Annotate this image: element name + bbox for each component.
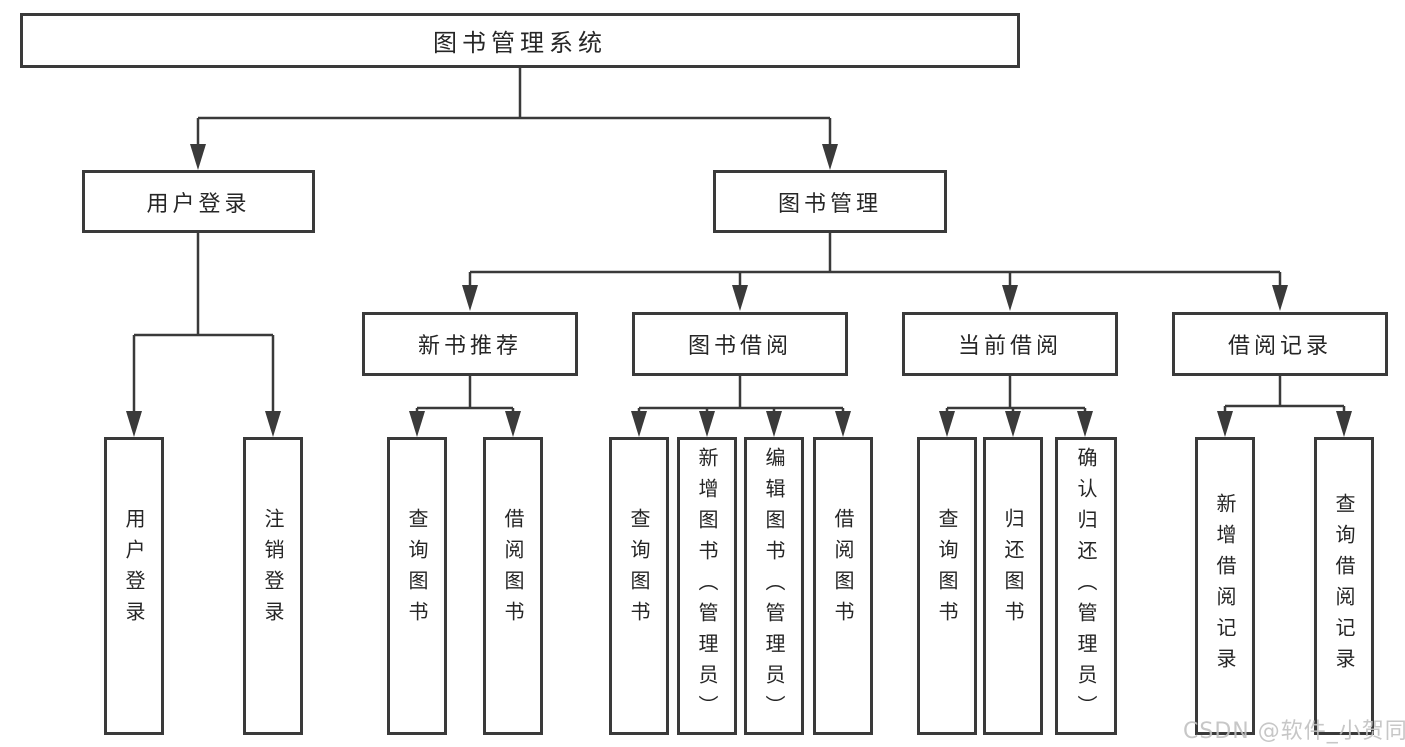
csdn-watermark: CSDN @软件_小贺同学 xyxy=(1183,719,1405,744)
node-book-management: 图书管理 xyxy=(713,170,947,233)
node-leaf-user-login: 用户登录 xyxy=(104,437,164,735)
node-leaf-add-book-admin: 新增图书（管理员） xyxy=(677,437,737,735)
node-leaf-borrow-books-a: 借阅图书 xyxy=(483,437,543,735)
node-leaf-query-books-c: 查询图书 xyxy=(917,437,977,735)
node-leaf-borrow-books-b: 借阅图书 xyxy=(813,437,873,735)
node-leaf-add-borrow-record: 新增借阅记录 xyxy=(1195,437,1255,735)
node-borrow-records: 借阅记录 xyxy=(1172,312,1388,376)
node-label: 图书管理 xyxy=(777,191,882,217)
node-leaf-query-books-b: 查询图书 xyxy=(609,437,669,735)
node-label: 当前借阅 xyxy=(957,334,1062,359)
node-label: 新增借阅记录 xyxy=(1213,493,1237,679)
node-label: 编辑图书（管理员） xyxy=(762,446,786,726)
node-leaf-logout: 注销登录 xyxy=(243,437,303,735)
node-leaf-edit-book-admin: 编辑图书（管理员） xyxy=(744,437,804,735)
node-label: 借阅图书 xyxy=(501,508,525,632)
node-label: 借阅图书 xyxy=(831,508,855,632)
arrow-heads xyxy=(126,144,1352,437)
node-leaf-query-borrow-record: 查询借阅记录 xyxy=(1314,437,1374,735)
node-label: 借阅记录 xyxy=(1227,334,1332,359)
node-user-login: 用户登录 xyxy=(82,170,315,233)
node-label: 归还图书 xyxy=(1001,508,1025,632)
node-label: 查询图书 xyxy=(405,508,429,632)
node-leaf-query-books-a: 查询图书 xyxy=(387,437,447,735)
node-label: 新增图书（管理员） xyxy=(695,446,719,726)
node-label: 查询借阅记录 xyxy=(1332,493,1356,679)
node-new-book-recommend: 新书推荐 xyxy=(362,312,578,376)
node-book-borrow: 图书借阅 xyxy=(632,312,848,376)
node-label: 用户登录 xyxy=(122,508,146,632)
connector-strokes xyxy=(132,68,1346,413)
node-current-borrow: 当前借阅 xyxy=(902,312,1118,376)
node-label: 新书推荐 xyxy=(417,334,522,359)
node-label: 查询图书 xyxy=(935,508,959,632)
node-leaf-confirm-return-admin: 确认归还（管理员） xyxy=(1055,437,1117,735)
node-label: 注销登录 xyxy=(261,508,285,632)
node-library-management-system: 图书管理系统 xyxy=(20,13,1020,68)
node-label: 图书借阅 xyxy=(687,334,792,359)
node-label: 查询图书 xyxy=(627,508,651,632)
node-label: 图书管理系统 xyxy=(433,29,607,57)
node-label: 用户登录 xyxy=(146,191,251,217)
node-label: 确认归还（管理员） xyxy=(1074,446,1098,726)
node-leaf-return-books: 归还图书 xyxy=(983,437,1043,735)
